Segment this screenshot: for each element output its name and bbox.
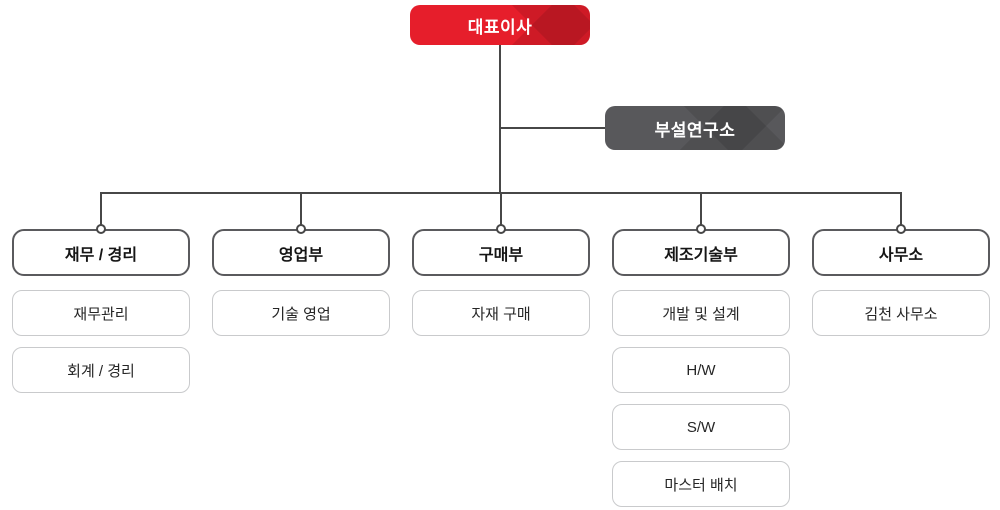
- connector-stub-1: [100, 192, 102, 226]
- sub-label: H/W: [686, 361, 716, 379]
- dept-node-office: 사무소: [812, 229, 990, 276]
- dept-node-finance: 재무 / 경리: [12, 229, 190, 276]
- sub-node: 기술 영업: [212, 290, 390, 336]
- dept-label: 구매부: [478, 246, 524, 264]
- sub-node: H/W: [612, 347, 790, 393]
- research-institute-label: 부설연구소: [654, 120, 736, 140]
- ceo-label: 대표이사: [467, 17, 533, 37]
- sub-label: 마스터 배치: [664, 476, 738, 494]
- sub-label: 김천 사무소: [864, 305, 938, 323]
- dept-label: 제조기술부: [664, 246, 738, 264]
- node-dot-2: [296, 224, 306, 234]
- sub-label: 재무관리: [73, 305, 129, 323]
- dept-label: 재무 / 경리: [64, 246, 138, 264]
- dept-node-manufacturing-tech: 제조기술부: [612, 229, 790, 276]
- node-dot-1: [96, 224, 106, 234]
- node-dot-4: [696, 224, 706, 234]
- research-institute-node: 부설연구소: [605, 106, 785, 150]
- sub-node: 김천 사무소: [812, 290, 990, 336]
- sub-node: 자재 구매: [412, 290, 590, 336]
- sub-node: 회계 / 경리: [12, 347, 190, 393]
- node-dot-3: [496, 224, 506, 234]
- dept-node-purchasing: 구매부: [412, 229, 590, 276]
- sub-label: 기술 영업: [271, 305, 331, 323]
- dept-label: 사무소: [878, 246, 924, 264]
- sub-node: 마스터 배치: [612, 461, 790, 507]
- connector-staff-branch: [499, 127, 605, 129]
- sub-label: 개발 및 설계: [662, 305, 740, 323]
- sub-label: 자재 구매: [471, 305, 531, 323]
- sub-node: 개발 및 설계: [612, 290, 790, 336]
- sub-label: 회계 / 경리: [67, 362, 135, 380]
- sub-label: S/W: [686, 418, 716, 436]
- connector-stub-3: [500, 192, 502, 226]
- connector-stub-4: [700, 192, 702, 226]
- ceo-node: 대표이사: [410, 5, 590, 45]
- connector-stub-2: [300, 192, 302, 226]
- dept-label: 영업부: [278, 246, 324, 264]
- sub-node: S/W: [612, 404, 790, 450]
- dept-node-sales: 영업부: [212, 229, 390, 276]
- connector-stub-5: [900, 192, 902, 226]
- connector-ceo-vertical: [499, 45, 501, 193]
- node-dot-5: [896, 224, 906, 234]
- sub-node: 재무관리: [12, 290, 190, 336]
